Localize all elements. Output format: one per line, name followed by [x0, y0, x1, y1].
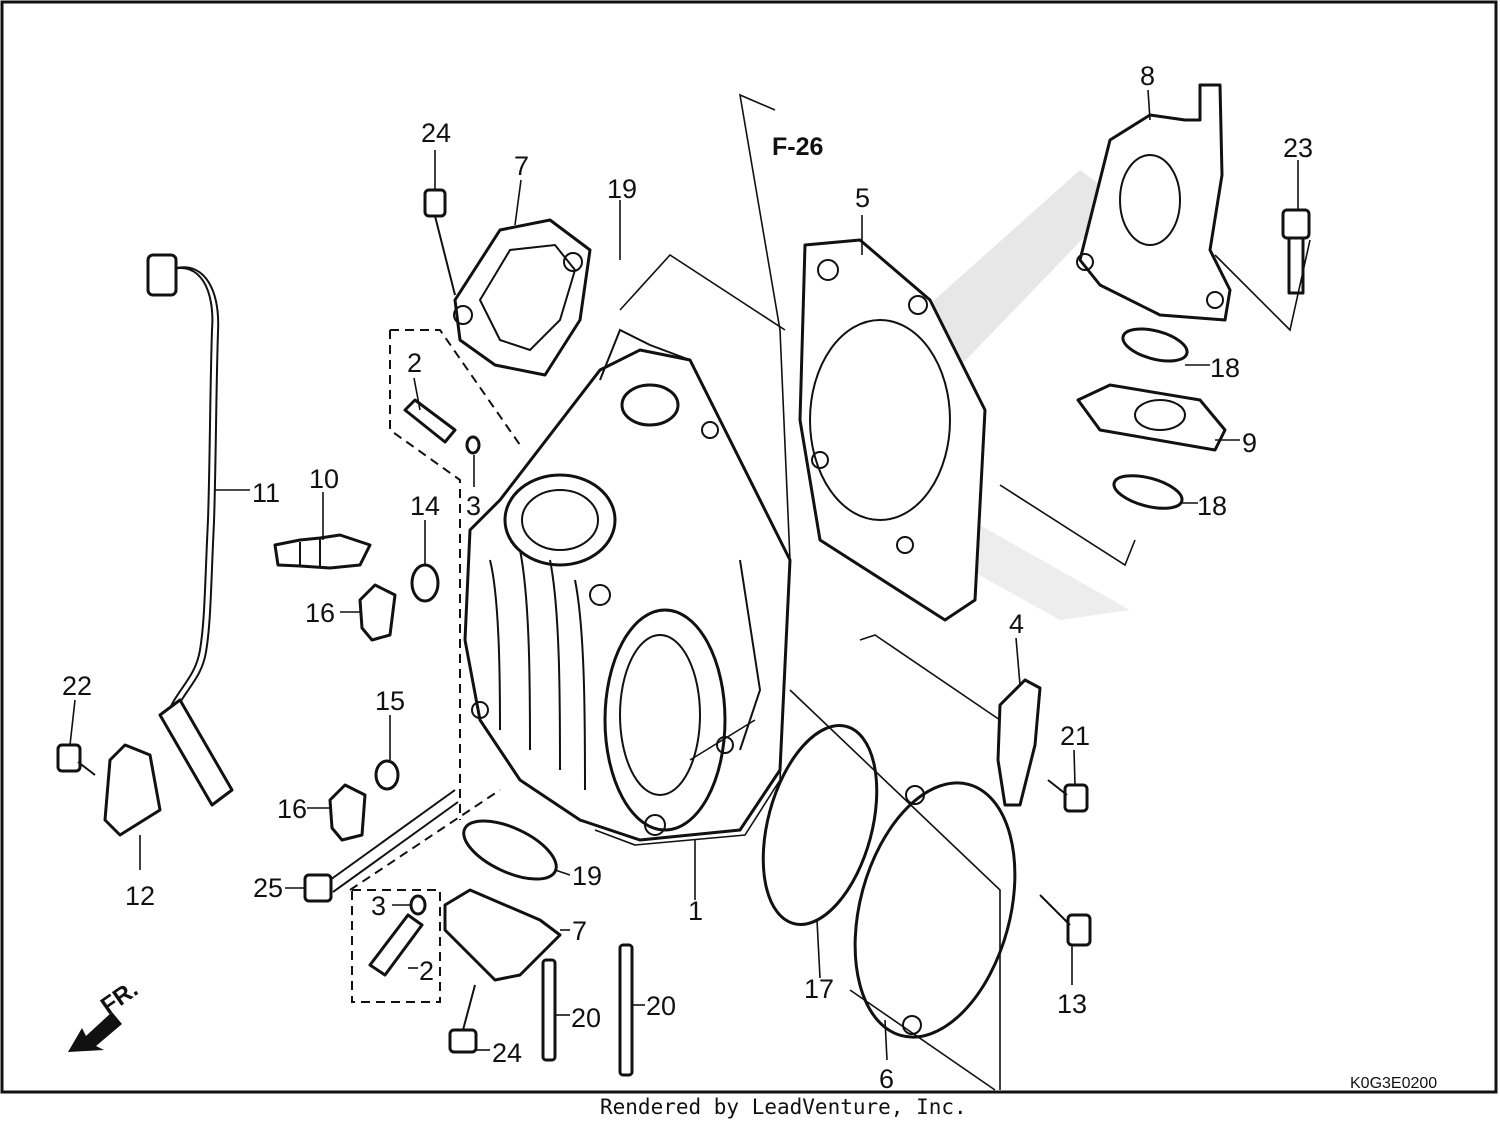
head-cover-top: [453, 218, 592, 377]
side-cover-6: [853, 781, 1017, 1039]
bolt-24-top: [423, 188, 456, 296]
callout-17: 17: [804, 974, 834, 1004]
valve-guide-lower: [368, 913, 424, 977]
callout-16-lower: 16: [277, 794, 307, 824]
cylinder-head-gasket-5: [798, 238, 987, 622]
bolt-23: [1281, 208, 1311, 295]
callout-24-top: 24: [421, 118, 451, 148]
bolt-13: [1039, 894, 1092, 947]
callout-12: 12: [125, 881, 155, 911]
callout-labels: 1 2 2 3 3 4 5 6 7 7 8 9 10 11 12 13 14 1…: [62, 61, 1313, 1094]
bolt-24-lower: [448, 984, 478, 1054]
render-credit: Rendered by LeadVenture, Inc.: [600, 1095, 967, 1119]
callout-8: 8: [1140, 61, 1155, 91]
callout-2-lower: 2: [419, 956, 434, 986]
plate-4: [996, 678, 1042, 807]
callout-4: 4: [1009, 609, 1024, 639]
o2-sensor-11: [146, 253, 234, 807]
callout-7-top: 7: [514, 151, 529, 181]
bolt-22: [56, 743, 96, 776]
bolt-21: [1047, 779, 1089, 813]
callout-16-top: 16: [305, 598, 335, 628]
callout-22: 22: [62, 671, 92, 701]
valve-guide-top: [403, 398, 481, 455]
intake-pipe-8: [1076, 83, 1232, 322]
callout-11: 11: [252, 478, 280, 508]
insulator-9: [1076, 383, 1227, 452]
callout-25: 25: [253, 873, 283, 903]
o-ring-17: [761, 724, 879, 926]
callout-21: 21: [1060, 721, 1090, 751]
cylinder-head: [463, 328, 792, 842]
callout-3-top: 3: [466, 491, 481, 521]
callout-6: 6: [879, 1064, 894, 1094]
callout-5: 5: [855, 183, 870, 213]
front-label: FR.: [96, 976, 143, 1020]
cap-nut-16-lower: [328, 783, 367, 842]
o-ring-18-lower: [1112, 474, 1184, 510]
front-direction-arrow: FR.: [68, 976, 143, 1052]
callout-19-lower: 19: [572, 861, 602, 891]
washer-3-lower: [409, 894, 427, 916]
washer-15: [374, 759, 400, 791]
callout-13: 13: [1057, 989, 1087, 1019]
callout-10: 10: [309, 464, 339, 494]
callout-20-right: 20: [646, 991, 676, 1021]
callout-20-left: 20: [571, 1003, 601, 1033]
callout-15: 15: [375, 686, 405, 716]
sealing-washer-14: [410, 563, 440, 603]
stud-bolts-20: [541, 943, 634, 1077]
callout-18-top: 18: [1210, 353, 1240, 383]
callout-24-lower: 24: [492, 1038, 522, 1068]
callout-3-lower: 3: [371, 891, 386, 921]
diagram-border: [0, 0, 1498, 1094]
callout-7-lower: 7: [572, 916, 587, 946]
head-cover-lower: [443, 888, 562, 982]
callout-1: 1: [688, 896, 703, 926]
section-reference: F-26: [772, 133, 823, 161]
leader-lines: [69, 89, 1299, 1061]
long-bolt-25: [303, 789, 459, 903]
callout-23: 23: [1283, 133, 1313, 163]
gasket-19-lower: [462, 819, 558, 881]
spark-plug: [273, 533, 372, 570]
callout-2-top: 2: [407, 348, 422, 378]
o-ring-18-top: [1121, 327, 1189, 363]
cap-nut-16-top: [358, 583, 397, 642]
callout-9: 9: [1242, 428, 1257, 458]
bracket-12: [103, 743, 162, 837]
callout-19-top: 19: [607, 174, 637, 204]
diagram-code: K0G3E0200: [1350, 1075, 1437, 1092]
callout-18-lower: 18: [1197, 491, 1227, 521]
callout-14: 14: [410, 491, 440, 521]
